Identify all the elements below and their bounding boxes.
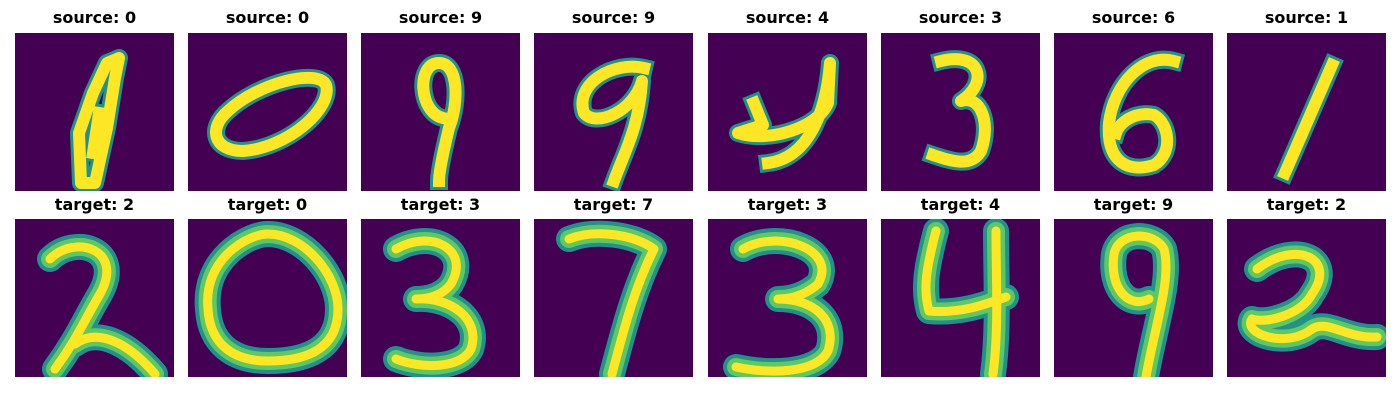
digit-svg bbox=[1273, 53, 1344, 185]
digit-svg bbox=[921, 50, 994, 171]
digit-svg bbox=[194, 221, 347, 374]
panel-title: source: 3 bbox=[918, 8, 1003, 27]
digit-image bbox=[1227, 219, 1386, 377]
digit-image bbox=[708, 33, 867, 191]
digit-svg bbox=[37, 234, 168, 377]
digit-svg bbox=[70, 49, 128, 191]
panel-title: source: 6 bbox=[1091, 8, 1176, 27]
digit-stroke bbox=[73, 52, 125, 189]
panel-title: target: 7 bbox=[573, 195, 654, 214]
panel-title: target: 0 bbox=[227, 195, 308, 214]
digit-image bbox=[1054, 219, 1213, 377]
digit-svg bbox=[1238, 241, 1386, 352]
digit-stroke bbox=[921, 226, 1011, 377]
digit-image bbox=[708, 219, 867, 377]
digit-svg bbox=[729, 54, 839, 174]
panel-title: target: 3 bbox=[400, 195, 481, 214]
digit-svg bbox=[573, 57, 655, 191]
panel-title: source: 4 bbox=[745, 8, 830, 27]
panel-title: source: 9 bbox=[571, 8, 656, 27]
digit-stroke bbox=[1246, 249, 1382, 343]
digit-image bbox=[361, 219, 520, 377]
digit-image bbox=[15, 33, 174, 191]
digit-svg bbox=[1099, 50, 1186, 177]
digit-image bbox=[1227, 33, 1386, 191]
panel-title: target: 2 bbox=[1266, 195, 1347, 214]
digit-image bbox=[881, 219, 1040, 377]
digit-stroke bbox=[210, 71, 333, 157]
digit-stroke bbox=[417, 57, 462, 188]
digit-svg bbox=[1100, 223, 1179, 377]
digit-svg bbox=[383, 228, 486, 377]
digit-image bbox=[534, 33, 693, 191]
digit-image bbox=[188, 33, 347, 191]
digit-stroke bbox=[731, 236, 835, 376]
digit-svg bbox=[723, 228, 844, 377]
digit-svg bbox=[912, 219, 1019, 377]
digit-stroke bbox=[1102, 53, 1182, 174]
digit-image bbox=[361, 33, 520, 191]
digit-stroke bbox=[732, 57, 836, 170]
digit-stroke bbox=[1277, 57, 1340, 181]
digit-svg bbox=[207, 68, 336, 160]
digit-stroke bbox=[560, 224, 663, 377]
digit-stroke bbox=[1108, 231, 1171, 377]
digit-svg bbox=[556, 220, 667, 377]
panel-title: target: 9 bbox=[1093, 195, 1174, 214]
digit-svg bbox=[414, 54, 465, 191]
panel-title: source: 9 bbox=[398, 8, 483, 27]
digit-stroke bbox=[564, 229, 659, 377]
digit-image bbox=[1054, 33, 1213, 191]
panel-title: target: 2 bbox=[54, 195, 135, 214]
digit-image bbox=[188, 219, 347, 377]
digit-image bbox=[881, 33, 1040, 191]
digit-stroke bbox=[576, 60, 652, 189]
digit-stroke bbox=[203, 229, 343, 366]
panel-title: source: 1 bbox=[1264, 8, 1349, 27]
digit-stroke bbox=[925, 53, 991, 168]
digit-stroke bbox=[45, 242, 160, 377]
digit-stroke bbox=[391, 236, 478, 371]
panel-title: target: 4 bbox=[920, 195, 1001, 214]
digit-image bbox=[15, 219, 174, 377]
panel-title: source: 0 bbox=[52, 8, 137, 27]
panel-title: target: 3 bbox=[747, 195, 828, 214]
panel-title: source: 0 bbox=[225, 8, 310, 27]
digit-image bbox=[534, 219, 693, 377]
